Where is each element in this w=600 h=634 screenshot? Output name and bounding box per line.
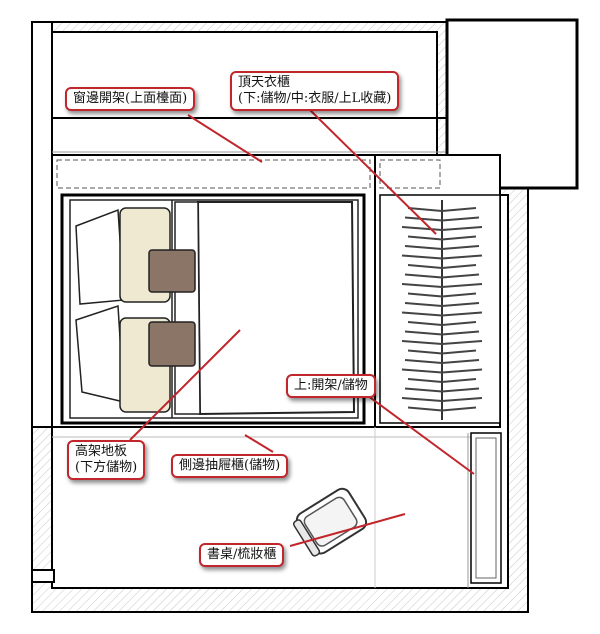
hanger bbox=[404, 245, 480, 251]
wardrobe bbox=[379, 194, 501, 424]
hanger bbox=[407, 378, 477, 384]
hanger bbox=[407, 321, 477, 327]
hanger bbox=[401, 368, 483, 374]
hanger bbox=[401, 340, 483, 346]
hanger bbox=[407, 292, 477, 298]
label-side-drawer: 側邊抽屜櫃(儲物) bbox=[171, 454, 289, 478]
hanger bbox=[401, 397, 483, 403]
label-wardrobe: 頂天衣櫃 (下:儲物/中:衣服/上L收藏) bbox=[230, 71, 400, 111]
hanger bbox=[404, 273, 480, 279]
hanger bbox=[404, 330, 480, 336]
pillow-bottom-white bbox=[75, 304, 125, 403]
left-wall bbox=[31, 21, 53, 428]
label-desk: 書桌/梳妝櫃 bbox=[199, 543, 285, 567]
hanger bbox=[401, 226, 483, 232]
hanger bbox=[407, 207, 477, 213]
hanger bbox=[401, 283, 483, 289]
desk-chair bbox=[292, 487, 368, 557]
hanger bbox=[401, 311, 483, 317]
label-upper-shelf: 上:開架/儲物 bbox=[286, 374, 376, 398]
cushion-top bbox=[148, 249, 196, 293]
hanger bbox=[407, 406, 477, 412]
label-window-shelf: 窗邊開架(上面檯面) bbox=[65, 87, 196, 111]
pillow-top-white bbox=[75, 208, 125, 305]
window-shelf bbox=[56, 159, 371, 189]
door-step bbox=[31, 569, 55, 583]
cushion-bottom bbox=[148, 321, 196, 367]
column bbox=[445, 18, 579, 190]
hanger bbox=[404, 216, 480, 222]
hanger bbox=[404, 387, 480, 393]
hanger bbox=[404, 302, 480, 308]
leader-lines bbox=[129, 109, 475, 547]
hanger bbox=[401, 254, 483, 260]
hanger bbox=[407, 349, 477, 355]
clothes-hangers bbox=[401, 207, 483, 412]
hanger bbox=[407, 235, 477, 241]
wardrobe-top bbox=[379, 159, 441, 189]
label-raised-floor: 高架地板 (下方儲物) bbox=[67, 440, 146, 480]
hanger bbox=[404, 359, 480, 365]
hanger bbox=[407, 264, 477, 270]
